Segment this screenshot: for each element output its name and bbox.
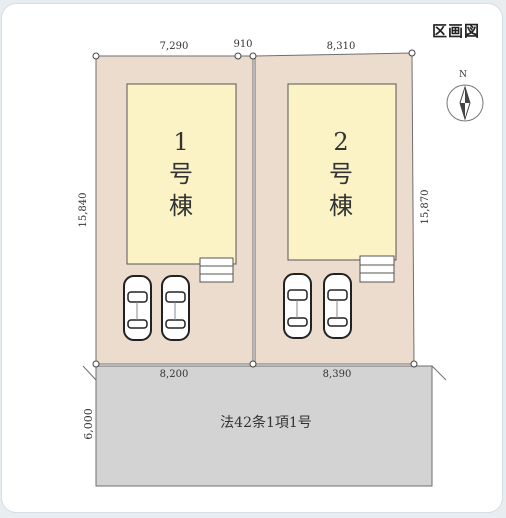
- road-area: [95, 365, 433, 487]
- dimension-top-gap: 910: [233, 39, 252, 50]
- dimension-top-lot-1: 7,290: [160, 41, 189, 52]
- plan-title: 区画図: [432, 22, 481, 40]
- lot-2-car-a: [283, 273, 312, 339]
- lot-2-car-b: [323, 273, 352, 339]
- lot-2-building: [287, 83, 397, 261]
- road-diagonal-right: [431, 365, 447, 381]
- dimension-right: 15,870: [420, 190, 431, 225]
- dimension-top-lot-2: 8,310: [327, 41, 356, 52]
- road-classification-label: 法42条1項1号: [220, 414, 312, 431]
- lot-1-suffix: 号: [169, 160, 193, 188]
- dimension-left: 15,840: [78, 193, 89, 228]
- lot-1-car-a: [123, 275, 152, 341]
- compass-icon: [446, 84, 484, 122]
- lot-2-number: 2: [333, 128, 348, 156]
- lot-1-number: 1: [173, 128, 188, 156]
- lot-1-building: [126, 83, 237, 265]
- compass-north-label: N: [459, 70, 467, 80]
- lot-1-entrance-steps: [199, 257, 234, 283]
- road-diagonal-left: [82, 365, 97, 381]
- dimension-bottom-lot-1: 8,200: [160, 369, 189, 380]
- dimension-bottom-lot-2: 8,390: [323, 369, 352, 380]
- lot-2-building-label: 棟: [329, 192, 353, 220]
- lot-1-building-label: 棟: [169, 192, 193, 220]
- survey-points: [92, 49, 418, 368]
- lot-2-entrance-steps: [359, 255, 395, 283]
- lot-2-suffix: 号: [329, 160, 353, 188]
- lot-1-car-b: [161, 275, 190, 341]
- dimension-road-depth: 6,000: [82, 408, 95, 440]
